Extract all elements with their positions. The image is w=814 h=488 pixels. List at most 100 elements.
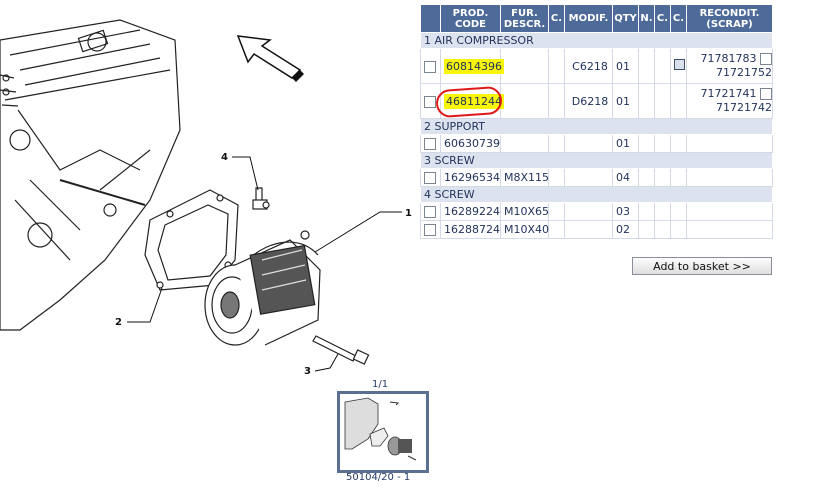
c-cell [654, 134, 671, 153]
modif [564, 168, 613, 187]
table-row[interactable]: 60814396 C6218 01 71781783 71721752 [420, 48, 773, 84]
recondit-code: 71721752 [716, 66, 772, 79]
callout-4: 4 [221, 152, 228, 163]
support-bracket [144, 189, 239, 291]
fur-descr: M10X40 [500, 220, 549, 239]
table-row[interactable]: 16289224 M10X65 03 [420, 202, 773, 221]
header-fur-descr: FUR. DESCR. [500, 4, 549, 33]
prod-code[interactable]: 16289224 [440, 202, 501, 221]
red-circle-annotation [435, 85, 503, 118]
exploded-parts-diagram: 1 2 3 4 [0, 19, 412, 375]
modif: D6218 [564, 83, 613, 119]
info-icon[interactable] [674, 59, 685, 70]
c-cell [548, 48, 565, 84]
prod-code[interactable]: 60630739 [440, 134, 501, 153]
header-c2: C. [654, 4, 671, 33]
table-row[interactable]: 16296534 M8X115 04 [420, 168, 773, 187]
table-row[interactable]: 16288724 M10X40 02 [420, 220, 773, 239]
prod-code[interactable]: 16288724 [440, 220, 501, 239]
recondit-checkbox[interactable] [760, 88, 772, 100]
row-checkbox[interactable] [420, 168, 441, 187]
prod-code[interactable]: 46811244 [435, 83, 504, 119]
c-cell [548, 202, 565, 221]
group-title: 3 SCREW [420, 152, 773, 169]
modif [564, 134, 613, 153]
header-c: C. [548, 4, 565, 33]
c-cell [670, 134, 687, 153]
callout-3: 3 [304, 366, 311, 375]
c-cell [654, 202, 671, 221]
thumbnail-page-label: 1/1 [372, 379, 389, 390]
modif: C6218 [564, 48, 613, 84]
c-cell [654, 83, 671, 119]
c-cell [548, 83, 565, 119]
n-cell [638, 48, 655, 84]
recondit: 71781783 71721752 [686, 48, 773, 84]
c-cell [654, 220, 671, 239]
group-title: 1 AIR COMPRESSOR [420, 32, 773, 49]
recondit: 71721741 71721742 [686, 83, 773, 119]
fur-descr [500, 134, 549, 153]
fur-descr: M8X115 [500, 168, 549, 187]
n-cell [638, 134, 655, 153]
c-cell [548, 134, 565, 153]
n-cell [638, 168, 655, 187]
recondit [686, 220, 773, 239]
callout-1: 1 [405, 208, 412, 219]
screw-long [312, 335, 370, 365]
n-cell [638, 220, 655, 239]
qty: 02 [612, 220, 639, 239]
callout-2: 2 [115, 317, 122, 328]
recondit-checkbox[interactable] [760, 53, 772, 65]
parts-table: PROD. CODE FUR. DESCR. C. MODIF. QTY N. … [420, 4, 773, 239]
modif [564, 220, 613, 239]
direction-arrow-icon [236, 35, 304, 82]
diagram-thumbnail[interactable] [337, 391, 429, 473]
n-cell [638, 202, 655, 221]
header-recondit: RECONDIT. (SCRAP) [686, 4, 773, 33]
highlighted-code: 46811244 [444, 93, 504, 109]
recondit [686, 168, 773, 187]
engine-block [0, 19, 181, 331]
recondit-code: 71781783 [700, 52, 757, 65]
add-to-basket-button[interactable]: Add to basket >> [632, 257, 772, 275]
table-row[interactable]: 46811244 D6218 01 71721741 71721742 [420, 83, 773, 119]
table-row[interactable]: 60630739 01 [420, 134, 773, 153]
c-cell [548, 168, 565, 187]
header-qty: QTY [612, 4, 639, 33]
n-cell [638, 83, 655, 119]
recondit-code: 71721741 [700, 87, 757, 100]
row-checkbox[interactable] [420, 48, 441, 84]
prod-code[interactable]: 16296534 [440, 168, 501, 187]
screw-short [252, 187, 270, 210]
qty: 01 [612, 83, 639, 119]
group-title: 2 SUPPORT [420, 118, 773, 135]
c-cell [654, 168, 671, 187]
thumbnail-caption: 50104/20 - 1 [346, 472, 411, 483]
qty: 01 [612, 48, 639, 84]
group-row: 2 SUPPORT [420, 118, 773, 135]
prod-code[interactable]: 60814396 [440, 48, 504, 84]
modif [564, 202, 613, 221]
qty: 04 [612, 168, 639, 187]
c-cell[interactable] [670, 48, 687, 84]
highlighted-code: 60814396 [444, 58, 504, 74]
recondit-code: 71721742 [716, 101, 772, 114]
thumbnail-image [344, 397, 417, 461]
group-row: 4 SCREW [420, 186, 773, 203]
group-row: 3 SCREW [420, 152, 773, 169]
row-checkbox[interactable] [420, 202, 441, 221]
fur-descr [500, 48, 549, 84]
c-cell [670, 83, 687, 119]
fur-descr: M10X65 [500, 202, 549, 221]
row-checkbox[interactable] [420, 134, 441, 153]
header-c3: C. [670, 4, 687, 33]
c-cell [654, 48, 671, 84]
header-n: N. [638, 4, 655, 33]
qty: 03 [612, 202, 639, 221]
row-checkbox[interactable] [420, 220, 441, 239]
c-cell [670, 202, 687, 221]
table-header: PROD. CODE FUR. DESCR. C. MODIF. QTY N. … [420, 4, 773, 33]
c-cell [670, 220, 687, 239]
recondit [686, 134, 773, 153]
